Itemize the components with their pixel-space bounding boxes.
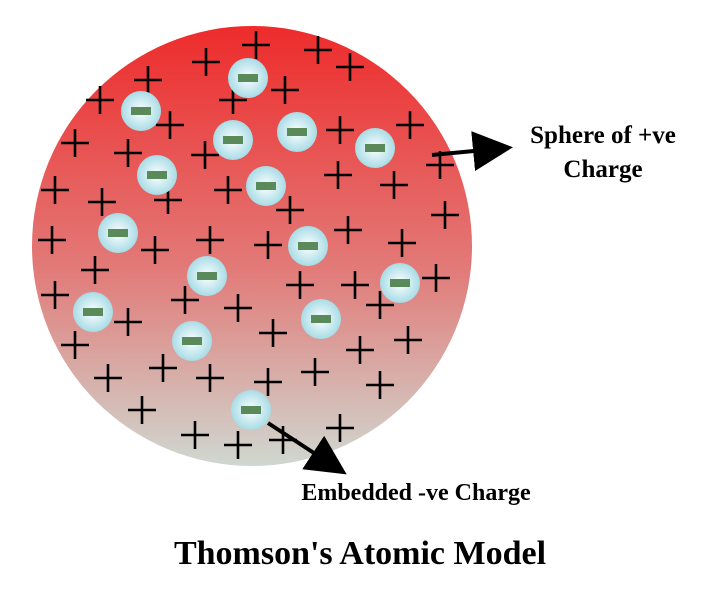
plus-icon [324,161,352,189]
plus-icon [336,53,364,81]
plus-icon [254,231,282,259]
plus-icon [366,291,394,319]
electron-minus-icon [172,321,212,361]
plus-icon [94,364,122,392]
plus-icon [394,326,422,354]
plus-icon [276,196,304,224]
plus-icon [334,216,362,244]
electron-minus-icon [288,226,328,266]
plus-icon [192,48,220,76]
sphere-label-line2: Charge [563,156,642,183]
electron-minus-icon [121,91,161,131]
plus-icon [86,86,114,114]
plus-icon [61,331,89,359]
plus-icon [224,294,252,322]
electron-minus-icon [380,263,420,303]
embedded-label: Embedded -ve Charge [301,480,531,506]
plus-icon [380,171,408,199]
plus-icon [41,281,69,309]
plus-icon [422,264,450,292]
plus-icon [149,354,177,382]
plus-icon [141,236,169,264]
electron-minus-icon [231,390,271,430]
plus-icon [388,229,416,257]
plus-icon [38,226,66,254]
plus-icon [286,271,314,299]
plus-icon [396,111,424,139]
plus-icon [431,201,459,229]
plus-icon [196,364,224,392]
plus-icon [242,31,270,59]
plus-icon [214,176,242,204]
plus-icon [271,76,299,104]
plus-icon [304,36,332,64]
plus-icon [259,319,287,347]
plus-icon [114,308,142,336]
plus-icon [171,286,199,314]
electron-minus-icon [246,166,286,206]
plus-icon [41,176,69,204]
electron-minus-icon [228,58,268,98]
plus-icon [191,141,219,169]
plus-icon [81,256,109,284]
plus-icon [181,421,209,449]
plus-icon [366,371,394,399]
plus-icon [254,368,282,396]
sphere-pointer-arrow [431,131,513,171]
positive-charges [38,31,459,459]
sphere-label-line1: Sphere of +ve [530,122,676,149]
plus-icon [346,336,374,364]
plus-icon [88,188,116,216]
plus-icon [224,431,252,459]
plus-icon [301,358,329,386]
electron-minus-icon [98,213,138,253]
plus-icon [128,396,156,424]
electron-minus-icon [355,128,395,168]
plus-icon [156,111,184,139]
electron-minus-icon [187,256,227,296]
plus-icon [114,139,142,167]
plus-icon [61,129,89,157]
plus-icon [341,271,369,299]
plus-icon [134,66,162,94]
electron-minus-icon [137,155,177,195]
plus-icon [196,226,224,254]
electron-minus-icon [301,299,341,339]
electron-minus-icon [213,120,253,160]
electron-pointer-arrow [266,421,347,475]
page-title: Thomson's Atomic Model [174,535,546,572]
electron-minus-icon [73,292,113,332]
electron-minus-icon [277,112,317,152]
plus-icon [326,116,354,144]
negative-charges [73,58,420,430]
